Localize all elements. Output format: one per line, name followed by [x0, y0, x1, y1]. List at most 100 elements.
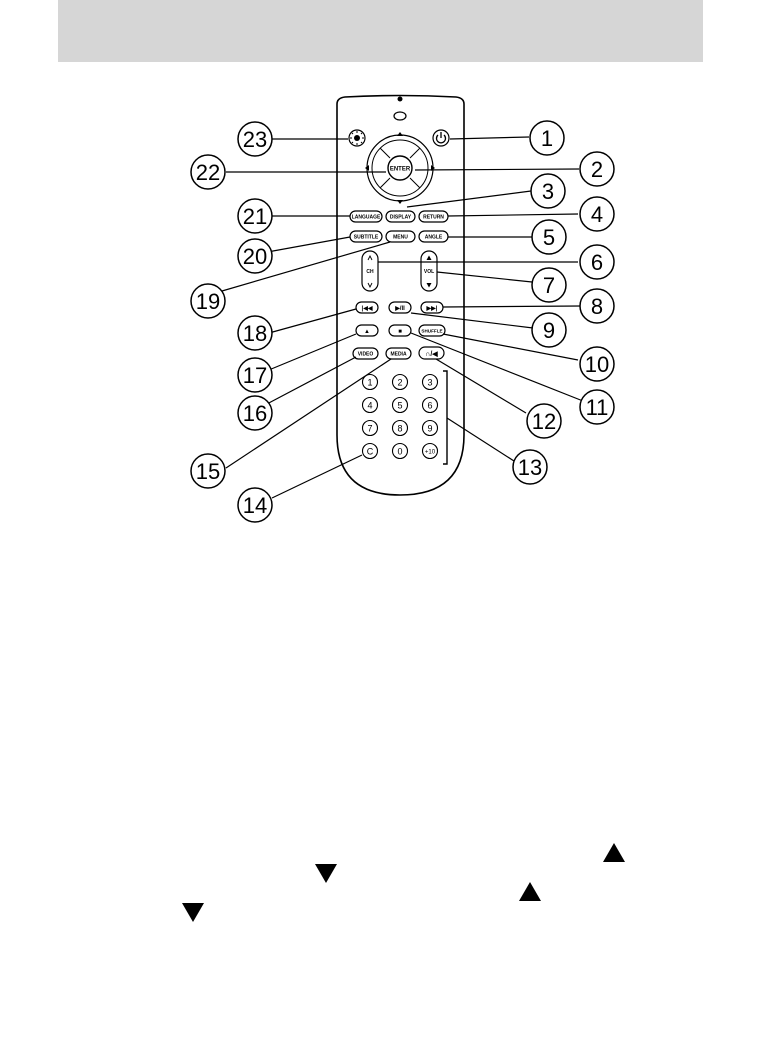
next-button[interactable]: ▶▶|	[420, 301, 444, 314]
callout-12-label: 12	[532, 409, 556, 434]
key-plus-10[interactable]: +10	[421, 442, 439, 460]
key-2-label: 2	[397, 378, 402, 388]
language-button[interactable]: LANGUAGE	[349, 210, 383, 223]
callout-17: 17	[237, 357, 273, 393]
eject-button[interactable]: ▲	[355, 324, 379, 337]
key-8[interactable]: 8	[391, 419, 409, 437]
callout-12: 12	[526, 403, 562, 439]
callout-17-label: 17	[243, 363, 267, 388]
key-9-label: 9	[427, 424, 432, 434]
menu-button[interactable]: MENU	[385, 230, 416, 243]
key-clear-label: C	[367, 447, 374, 457]
volume-down-icon	[426, 283, 432, 288]
callout-4: 4	[579, 196, 615, 232]
callout-11-label: 11	[586, 395, 609, 420]
remote-logo-icon	[393, 111, 407, 121]
play-pause-icon: ▶/II	[394, 305, 405, 312]
channel-down-icon	[367, 282, 373, 289]
callouts: 1 2 3 4 5 6 7 8 9 10 11 12 13 14 15 16 1…	[190, 120, 615, 523]
return-button[interactable]: RETURN	[418, 210, 449, 223]
display-label: DISPLAY	[390, 215, 412, 221]
callout-8: 8	[579, 288, 615, 324]
callout-20-label: 20	[243, 244, 267, 269]
callout-21-label: 21	[243, 204, 267, 229]
key-9[interactable]: 9	[421, 419, 439, 437]
key-3-label: 3	[427, 378, 432, 388]
key-1[interactable]: 1	[361, 373, 379, 391]
previous-button[interactable]: |◀◀	[355, 301, 379, 314]
callout-3-label: 3	[542, 179, 554, 204]
callout-21: 21	[237, 198, 273, 234]
shuffle-button[interactable]: SHUFFLE	[418, 324, 446, 337]
callout-5-label: 5	[543, 225, 555, 250]
key-2[interactable]: 2	[391, 373, 409, 391]
key-7[interactable]: 7	[361, 419, 379, 437]
key-4[interactable]: 4	[361, 396, 379, 414]
light-button[interactable]	[348, 129, 366, 147]
callout-10: 10	[579, 346, 615, 382]
callout-15: 15	[190, 453, 226, 489]
channel-up-icon	[367, 254, 373, 261]
previous-icon: |◀◀	[362, 305, 373, 312]
callout-19: 19	[190, 283, 226, 319]
volume-up-icon	[426, 255, 432, 260]
next-icon: ▶▶|	[426, 305, 438, 312]
key-7-label: 7	[367, 424, 372, 434]
key-clear[interactable]: C	[361, 442, 379, 460]
stop-button[interactable]: ■	[388, 324, 412, 337]
stop-icon: ■	[398, 329, 402, 335]
media-button[interactable]: MEDIA	[385, 347, 412, 360]
callout-14: 14	[237, 487, 273, 523]
volume-rocker[interactable]: VOL	[420, 250, 438, 292]
play-pause-button[interactable]: ▶/II	[388, 301, 412, 314]
channel-rocker[interactable]: CH	[361, 250, 379, 292]
menu-label: MENU	[393, 235, 408, 241]
power-button[interactable]	[432, 129, 450, 147]
callout-3: 3	[530, 173, 566, 209]
enter-button[interactable]: ENTER	[387, 155, 413, 181]
channel-label: CH	[366, 269, 374, 275]
callout-18: 18	[237, 315, 273, 351]
callout-8-label: 8	[591, 294, 603, 319]
header-bar	[58, 0, 703, 62]
return-label: RETURN	[423, 215, 444, 221]
callout-22: 22	[190, 154, 226, 190]
leader-lines	[221, 136, 584, 499]
callout-19-label: 19	[196, 289, 220, 314]
callout-16-label: 16	[243, 401, 267, 426]
callout-5: 5	[531, 219, 567, 255]
callout-2: 2	[579, 151, 615, 187]
key-8-label: 8	[397, 424, 402, 434]
callout-13-label: 13	[518, 455, 542, 480]
callout-7-label: 7	[543, 273, 555, 298]
down-arrow-icon	[315, 864, 337, 883]
key-5-label: 5	[397, 401, 402, 411]
key-1-label: 1	[367, 378, 372, 388]
headphone-button[interactable]: ∩/◀	[418, 346, 445, 360]
video-label: VIDEO	[358, 352, 374, 358]
key-plus-10-label: +10	[425, 450, 436, 456]
subtitle-label: SUBTITLE	[354, 235, 379, 241]
callout-23: 23	[237, 121, 273, 157]
key-5[interactable]: 5	[391, 396, 409, 414]
angle-button[interactable]: ANGLE	[418, 230, 449, 243]
keypad-bracket	[443, 370, 448, 465]
down-arrow-icon	[182, 903, 204, 922]
callout-22-label: 22	[196, 160, 220, 185]
key-6[interactable]: 6	[421, 396, 439, 414]
callout-15-label: 15	[196, 459, 220, 484]
key-0[interactable]: 0	[391, 442, 409, 460]
callout-10-label: 10	[585, 352, 609, 377]
callout-18-label: 18	[243, 321, 267, 346]
callout-20: 20	[237, 238, 273, 274]
subtitle-button[interactable]: SUBTITLE	[349, 230, 383, 243]
display-button[interactable]: DISPLAY	[385, 210, 416, 223]
callout-9: 9	[531, 312, 567, 348]
key-4-label: 4	[367, 401, 372, 411]
video-button[interactable]: VIDEO	[352, 347, 379, 360]
callout-4-label: 4	[591, 202, 603, 227]
key-3[interactable]: 3	[421, 373, 439, 391]
callout-9-label: 9	[543, 318, 555, 343]
eject-icon: ▲	[364, 329, 370, 335]
